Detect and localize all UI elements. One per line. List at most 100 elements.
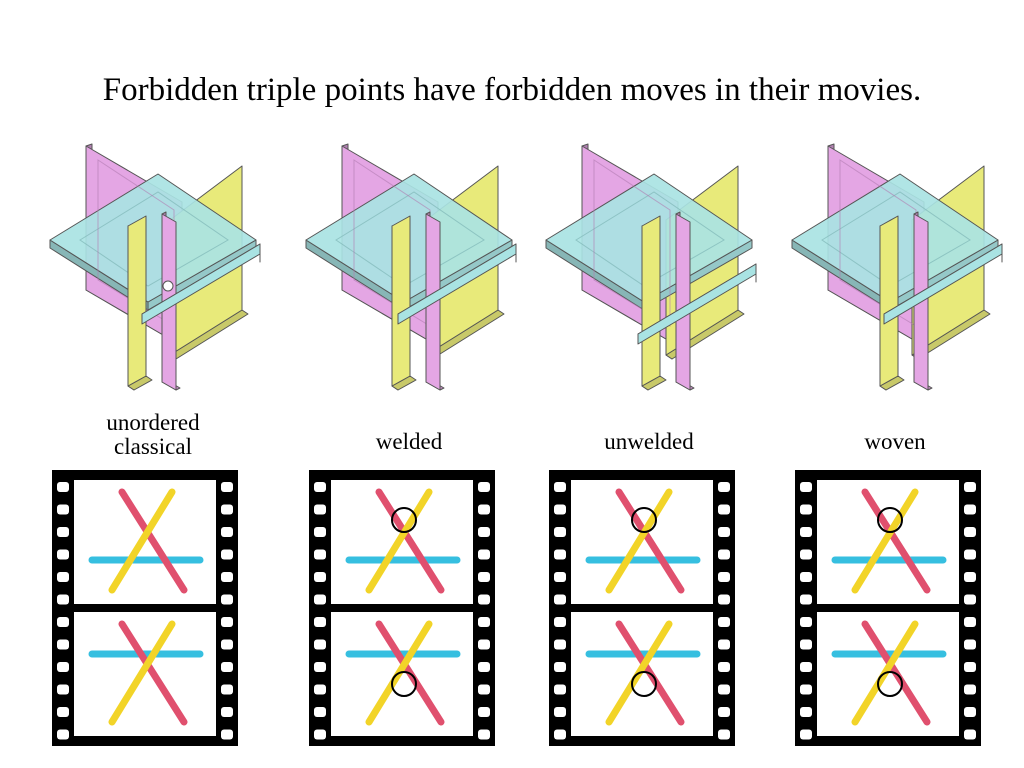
film-sprocket-hole [800, 504, 812, 515]
film-sprocket-hole [554, 707, 566, 717]
film-frame [331, 480, 473, 604]
panel-label: unwelded [536, 430, 762, 454]
film-sprocket-hole [221, 527, 233, 537]
panel-label-line: unordered [106, 410, 200, 435]
film-sprocket-hole [57, 527, 69, 537]
film-sprocket-hole [478, 527, 490, 537]
yellow-line [851, 488, 919, 594]
film-sprocket-hole [57, 504, 69, 515]
film-sprocket-hole [221, 594, 233, 605]
film-sprocket-hole [478, 504, 490, 515]
film-sprocket-hole [221, 662, 233, 672]
cyan-front-bar [397, 243, 517, 325]
panel-illustration [545, 143, 757, 391]
yellow-front-strip [879, 215, 899, 387]
film-sprocket-hole [964, 482, 976, 492]
film-sprocket-hole [800, 707, 812, 717]
film-sprocket-hole [221, 639, 233, 650]
movie-film-strip [309, 470, 495, 746]
crossing-marker-circle [631, 507, 657, 533]
film-sprocket-hole [478, 594, 490, 605]
film-sprocket-hole [554, 504, 566, 515]
film-sprocket-hole [57, 572, 69, 582]
film-sprocket-hole [800, 527, 812, 537]
cyan-plane-outline [335, 191, 485, 287]
red-line [861, 488, 931, 594]
film-frame [817, 480, 959, 604]
cyan-front-bar [883, 243, 1003, 325]
film-sprocket-hole [800, 729, 812, 740]
film-sprocket-hole [314, 527, 326, 537]
panel-label-line: classical [114, 434, 192, 459]
film-sprocket-hole [964, 729, 976, 740]
cyan-front-bar [141, 243, 261, 325]
film-sprocket-hole [221, 549, 233, 560]
film-sprocket-hole [964, 639, 976, 650]
panel-label: welded [296, 430, 522, 454]
panel-movie [549, 470, 735, 746]
film-sprocket-hole [554, 639, 566, 650]
film-frame [571, 480, 713, 604]
film-sprocket-hole [314, 662, 326, 672]
film-sprocket-hole [221, 684, 233, 695]
film-sprocket-hole [314, 482, 326, 492]
panel-label: woven [782, 430, 1008, 454]
slide-title: Forbidden triple points have forbidden m… [102, 72, 922, 108]
film-sprocket-hole [964, 549, 976, 560]
film-sprocket-hole [554, 572, 566, 582]
film-sprocket-hole [964, 572, 976, 582]
film-sprocket-hole [478, 639, 490, 650]
film-sprocket-hole [800, 572, 812, 582]
film-sprocket-hole [964, 684, 976, 695]
panel-movie [309, 470, 495, 746]
film-sprocket-hole [964, 527, 976, 537]
film-sprocket-hole [57, 482, 69, 492]
film-sprocket-hole [964, 594, 976, 605]
film-sprocket-hole [800, 594, 812, 605]
film-sprocket-hole [718, 527, 730, 537]
film-sprocket-hole [57, 639, 69, 650]
film-sprocket-hole [718, 549, 730, 560]
film-frame [817, 612, 959, 736]
film-sprocket-hole [964, 662, 976, 672]
crossing-marker-circle [877, 507, 903, 533]
yellow-line [108, 620, 176, 726]
film-sprocket-hole [718, 639, 730, 650]
film-frame [74, 480, 216, 604]
cyan-plane [49, 173, 257, 303]
panel-movie [52, 470, 238, 746]
film-sprocket-hole [554, 729, 566, 740]
film-sprocket-hole [478, 662, 490, 672]
film-sprocket-hole [57, 617, 69, 627]
film-sprocket-hole [478, 684, 490, 695]
film-sprocket-hole [800, 639, 812, 650]
red-line [375, 488, 445, 594]
film-sprocket-hole [478, 549, 490, 560]
film-sprocket-hole [314, 707, 326, 717]
yellow-line [108, 488, 176, 594]
film-sprocket-hole [800, 549, 812, 560]
film-sprocket-hole [800, 482, 812, 492]
film-sprocket-hole [554, 527, 566, 537]
triple-point-illustration [791, 143, 1003, 391]
red-line [118, 620, 188, 726]
crossing-marker-circle [631, 671, 657, 697]
film-sprocket-hole [478, 707, 490, 717]
film-sprocket-hole [718, 662, 730, 672]
film-sprocket-hole [314, 594, 326, 605]
film-sprocket-hole [314, 549, 326, 560]
film-frame [571, 612, 713, 736]
film-sprocket-hole [314, 684, 326, 695]
panel-illustration [791, 143, 1003, 391]
film-sprocket-hole [718, 684, 730, 695]
film-sprocket-hole [800, 684, 812, 695]
film-sprocket-hole [478, 572, 490, 582]
film-sprocket-hole [57, 684, 69, 695]
film-sprocket-hole [57, 594, 69, 605]
triple-point-hole [162, 280, 174, 292]
film-sprocket-hole [221, 617, 233, 627]
film-sprocket-hole [221, 729, 233, 740]
film-sprocket-hole [554, 594, 566, 605]
yellow-front-strip [127, 215, 147, 387]
